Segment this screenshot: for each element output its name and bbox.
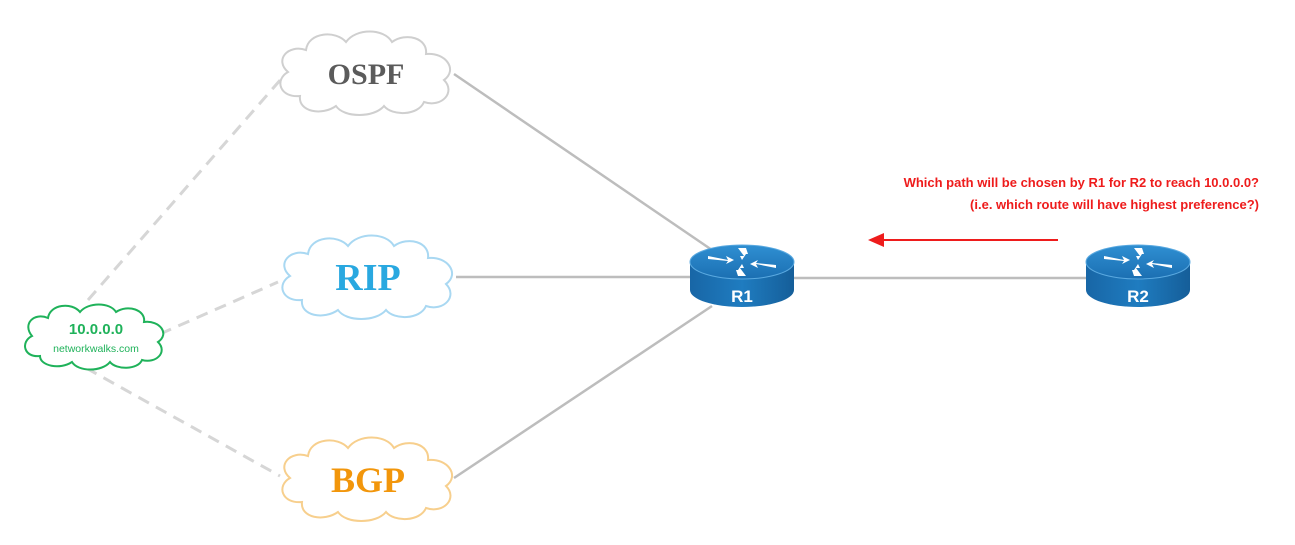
rip-cloud: RIP [281,234,454,320]
router-icon [689,244,795,307]
destination-prefix: 10.0.0.0 [69,321,123,338]
ospf-cloud: OSPF [279,30,452,116]
destination-cloud: 10.0.0.0 networkwalks.com [24,303,165,371]
dashed-links [85,77,284,478]
left-arrow-icon [868,233,1058,247]
solid-links [453,72,1086,480]
dashed-link-ospf [86,77,284,301]
bgp-cloud: BGP [281,436,454,522]
bgp-label: BGP [331,460,405,500]
dashed-link-rip [159,280,279,336]
link-ospf-r1 [453,72,713,252]
router-r1-label: R1 [731,287,753,306]
dashed-link-bgp [85,366,281,478]
rip-label: RIP [335,257,400,299]
destination-site: networkwalks.com [53,343,139,355]
router-r2-label: R2 [1127,287,1149,306]
ospf-label: OSPF [328,58,405,91]
question-text: Which path will be chosen by R1 for R2 t… [904,172,1259,216]
question-line-2: (i.e. which route will have highest pref… [970,197,1259,212]
router-r1[interactable]: R1 [689,244,795,307]
router-icon [1085,244,1191,307]
router-r2[interactable]: R2 [1085,244,1191,307]
link-bgp-r1 [453,304,713,480]
question-line-1: Which path will be chosen by R1 for R2 t… [903,175,1259,190]
